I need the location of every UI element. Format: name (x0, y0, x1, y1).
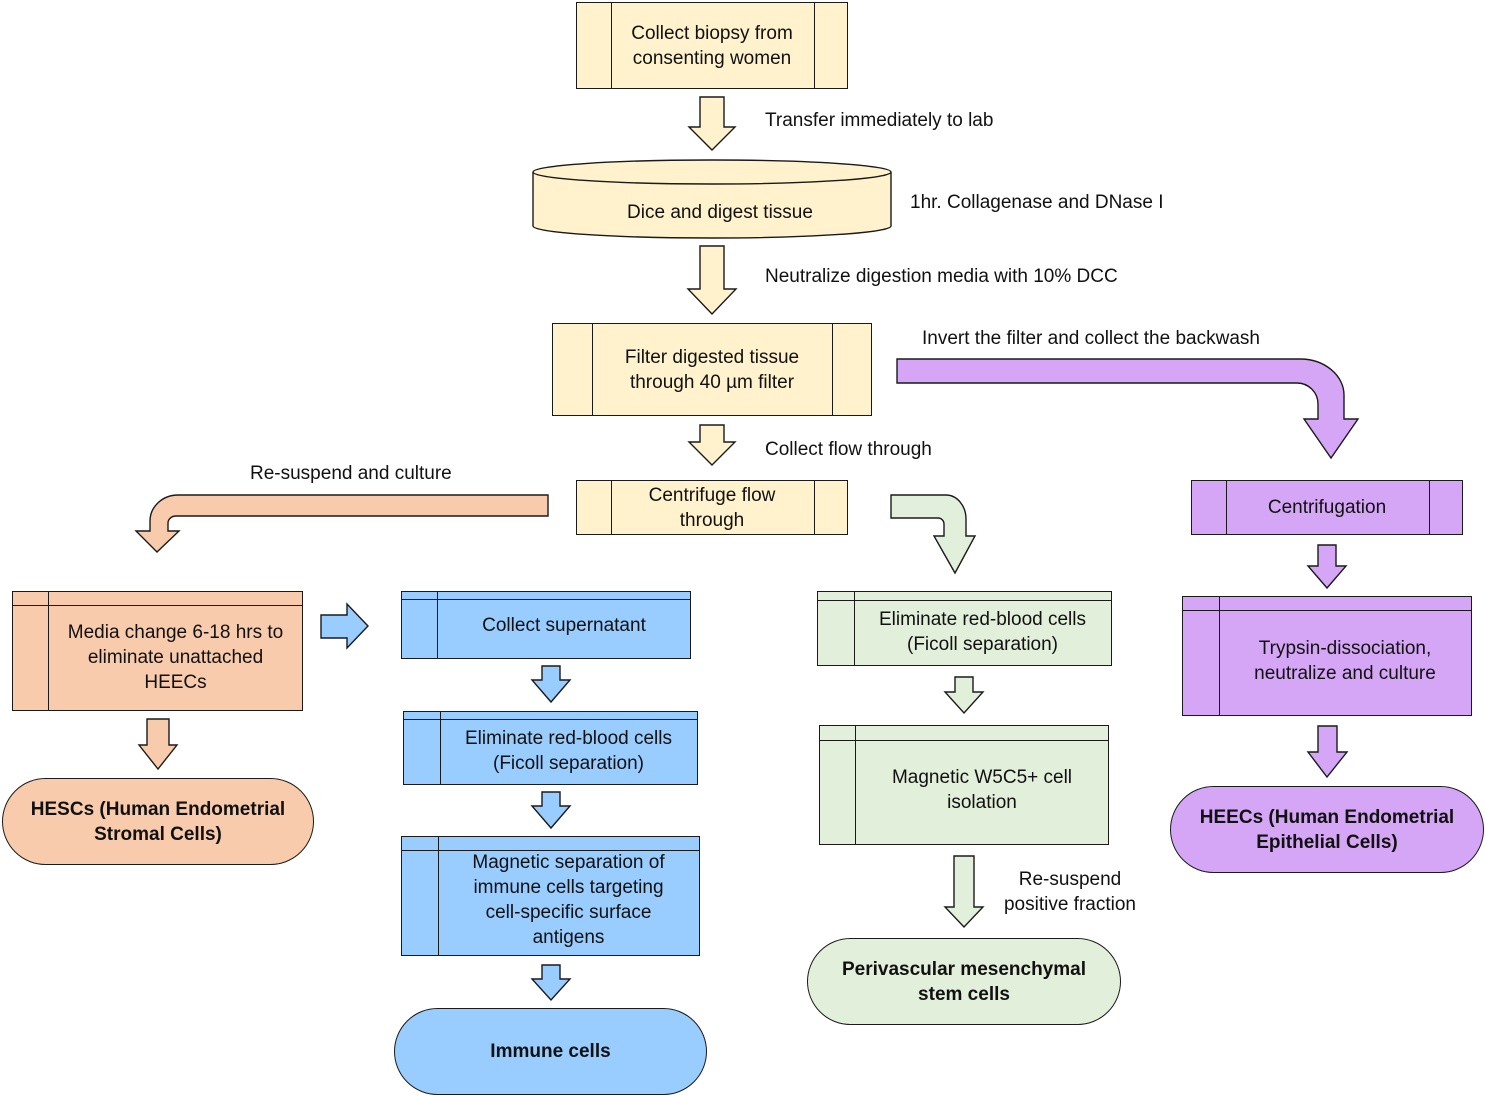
step-media-change-label: Media change 6-18 hrs to eliminate unatt… (67, 621, 284, 693)
arrow-curved-resuspend (134, 494, 549, 553)
step-magnetic-separation-label: Magnetic separation of immune cells targ… (472, 852, 665, 948)
step-magnetic-w5c5-label: Magnetic W5C5+ cell isolation (891, 767, 1073, 813)
step-dice-digest-label: Dice and digest tissue (627, 202, 813, 223)
result-heecs-label: HEECs (Human Endometrial Epithelial Cell… (1199, 806, 1455, 853)
step-filter-label: Filter digested tissue through 40 µm fil… (624, 346, 800, 393)
label-neutralize: Neutralize digestion media with 10% DCC (765, 266, 1118, 287)
step-trypsin-label: Trypsin-dissociation, neutralize and cul… (1254, 638, 1436, 684)
arrow-curved-to-perivascular (890, 494, 977, 575)
arrow-down-immune-2 (530, 791, 572, 830)
step-collect-supernatant: Collect supernatant (401, 591, 691, 659)
step-centrifuge-flow: Centrifuge flow through (576, 480, 848, 535)
step-centrifuge-flow-label: Centrifuge flow through (648, 484, 776, 531)
step-magnetic-separation: Magnetic separation of immune cells targ… (401, 836, 700, 956)
result-perivascular-msc: Perivascular mesenchymal stem cells (807, 938, 1121, 1025)
cylinder-dice-digest (532, 159, 892, 239)
step-eliminate-rbc-perivascular-label: Eliminate red-blood cells (Ficoll separa… (879, 608, 1086, 655)
step-trypsin: Trypsin-dissociation, neutralize and cul… (1182, 596, 1472, 716)
label-resuspend-positive: Re-suspend positive fraction (1003, 869, 1136, 915)
step-eliminate-rbc-immune-label: Eliminate red-blood cells (Ficoll separa… (465, 728, 672, 774)
arrow-down-epithelial-2 (1306, 725, 1349, 779)
result-immune-cells-label: Immune cells (490, 1041, 611, 1062)
step-collect-biopsy: Collect biopsy from consenting women (576, 2, 848, 89)
arrow-down-perivascular-2 (943, 855, 985, 929)
arrow-right-to-immune (320, 602, 369, 650)
result-hescs-label: HESCs (Human Endometrial Stromal Cells) (30, 798, 286, 845)
arrow-down-epithelial-1 (1306, 544, 1348, 590)
step-filter: Filter digested tissue through 40 µm fil… (552, 323, 872, 416)
step-eliminate-rbc-immune: Eliminate red-blood cells (Ficoll separa… (403, 711, 698, 785)
label-invert-filter: Invert the filter and collect the backwa… (922, 328, 1260, 349)
step-media-change: Media change 6-18 hrs to eliminate unatt… (12, 591, 303, 711)
arrow-down-immune-3 (530, 964, 572, 1002)
arrow-down-perivascular-1 (943, 676, 985, 715)
arrow-down-stromal (137, 718, 179, 771)
label-collect-flow: Collect flow through (765, 439, 932, 460)
label-transfer: Transfer immediately to lab (765, 110, 994, 131)
arrow-down-transfer (687, 96, 737, 151)
result-heecs: HEECs (Human Endometrial Epithelial Cell… (1170, 786, 1484, 873)
result-perivascular-msc-label: Perivascular mesenchymal stem cells (842, 958, 1086, 1005)
arrow-down-collect-flow (687, 424, 737, 466)
step-collect-supernatant-label: Collect supernatant (482, 614, 646, 636)
step-centrifugation-label: Centrifugation (1267, 497, 1387, 518)
step-magnetic-w5c5: Magnetic W5C5+ cell isolation (819, 725, 1109, 845)
arrow-curved-backwash (896, 358, 1360, 460)
step-collect-biopsy-label: Collect biopsy from consenting women (631, 22, 793, 69)
result-hescs: HESCs (Human Endometrial Stromal Cells) (2, 778, 314, 865)
label-resuspend-culture: Re-suspend and culture (250, 463, 452, 484)
step-eliminate-rbc-perivascular: Eliminate red-blood cells (Ficoll separa… (817, 591, 1112, 666)
result-immune-cells: Immune cells (394, 1008, 707, 1095)
label-collagenase: 1hr. Collagenase and DNase I (910, 192, 1164, 213)
step-centrifugation: Centrifugation (1191, 480, 1463, 535)
arrow-down-neutralize (686, 245, 738, 316)
arrow-down-immune-1 (530, 665, 572, 704)
